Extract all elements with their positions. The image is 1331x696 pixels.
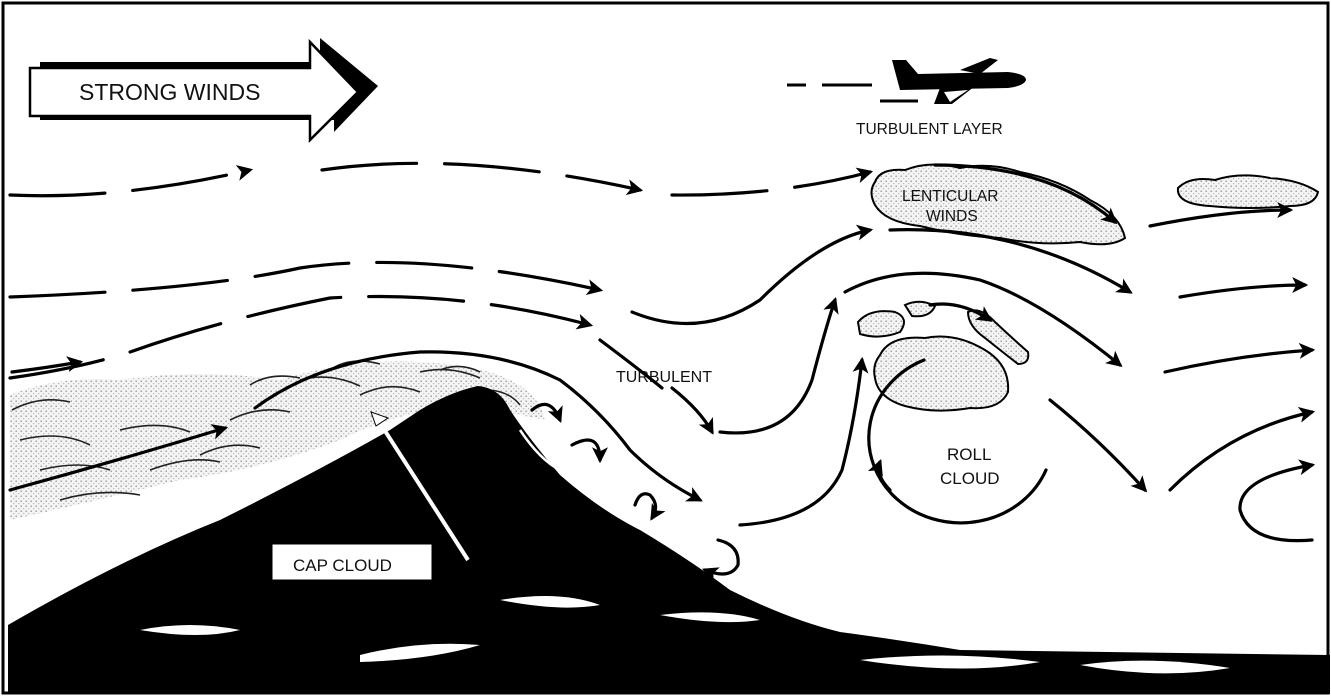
lenticular-label-line2: WINDS [926, 208, 978, 225]
lenticular-label-line1: LENTICULAR [902, 188, 998, 205]
turbulent-label: TURBULENT [616, 369, 712, 386]
roll-cloud-label-line1: ROLL [947, 445, 991, 464]
cap-cloud-label: CAP CLOUD [293, 556, 392, 575]
roll-cloud-label-line2: CLOUD [940, 469, 1000, 488]
strong-winds-label: STRONG WINDS [79, 79, 260, 105]
turbulent-layer-label: TURBULENT LAYER [856, 121, 1003, 138]
